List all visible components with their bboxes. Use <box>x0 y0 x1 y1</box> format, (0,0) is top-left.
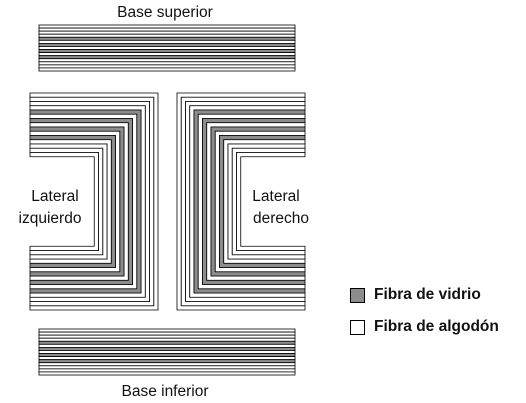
bottom-base-laminate <box>38 328 296 376</box>
bottom-base-layer <box>38 365 296 370</box>
legend-label-glass: Fibra de vidrio <box>374 286 481 303</box>
top-base-label: Base superior <box>117 4 213 21</box>
left-side-label-line2: izquierdo <box>19 210 82 227</box>
bottom-base-layer <box>38 359 296 364</box>
left-side-laminate <box>29 92 159 311</box>
top-base-layer <box>38 27 296 32</box>
bottom-base-layer <box>38 353 296 357</box>
top-base-layer <box>38 39 296 44</box>
bottom-base-layer <box>38 356 296 361</box>
right-side-label-line1: Lateral <box>252 188 299 205</box>
cotton-fiber-swatch <box>350 320 365 335</box>
right-side-layer <box>236 152 306 251</box>
top-base-layer <box>38 55 296 60</box>
bottom-base-layer <box>38 368 296 373</box>
bottom-base-layer <box>38 331 296 336</box>
top-base-layer <box>38 36 296 41</box>
top-base-layer <box>38 43 296 47</box>
top-base-layer <box>38 30 296 35</box>
bottom-base-label: Base inferior <box>121 383 208 400</box>
bottom-base-layer <box>38 371 296 376</box>
bottom-base-layer <box>38 334 296 339</box>
left-side-label-line1: Lateral <box>31 188 78 205</box>
bottom-base-layer <box>38 362 296 367</box>
top-base-layer <box>38 46 296 50</box>
bottom-base-layer <box>38 350 296 354</box>
top-base-layer <box>38 64 296 69</box>
glass-fiber-swatch <box>350 288 365 303</box>
right-side-laminate <box>176 92 306 311</box>
bottom-base-layer <box>38 328 296 333</box>
right-side-label-line2: derecho <box>253 210 309 227</box>
bottom-base-layer <box>38 346 296 351</box>
left-side-layer <box>29 152 99 251</box>
bottom-base-layer <box>38 337 296 342</box>
legend-label-cotton: Fibra de algodón <box>374 318 499 335</box>
top-base-layer <box>38 33 296 38</box>
top-base-layer <box>38 24 296 29</box>
bottom-base-layer <box>38 343 296 348</box>
top-base-layer <box>38 61 296 66</box>
bottom-base-layer <box>38 340 296 345</box>
top-base-layer <box>38 52 296 57</box>
top-base-layer <box>38 58 296 63</box>
top-base-laminate <box>38 24 296 72</box>
top-base-layer <box>38 67 296 72</box>
top-base-layer <box>38 49 296 53</box>
